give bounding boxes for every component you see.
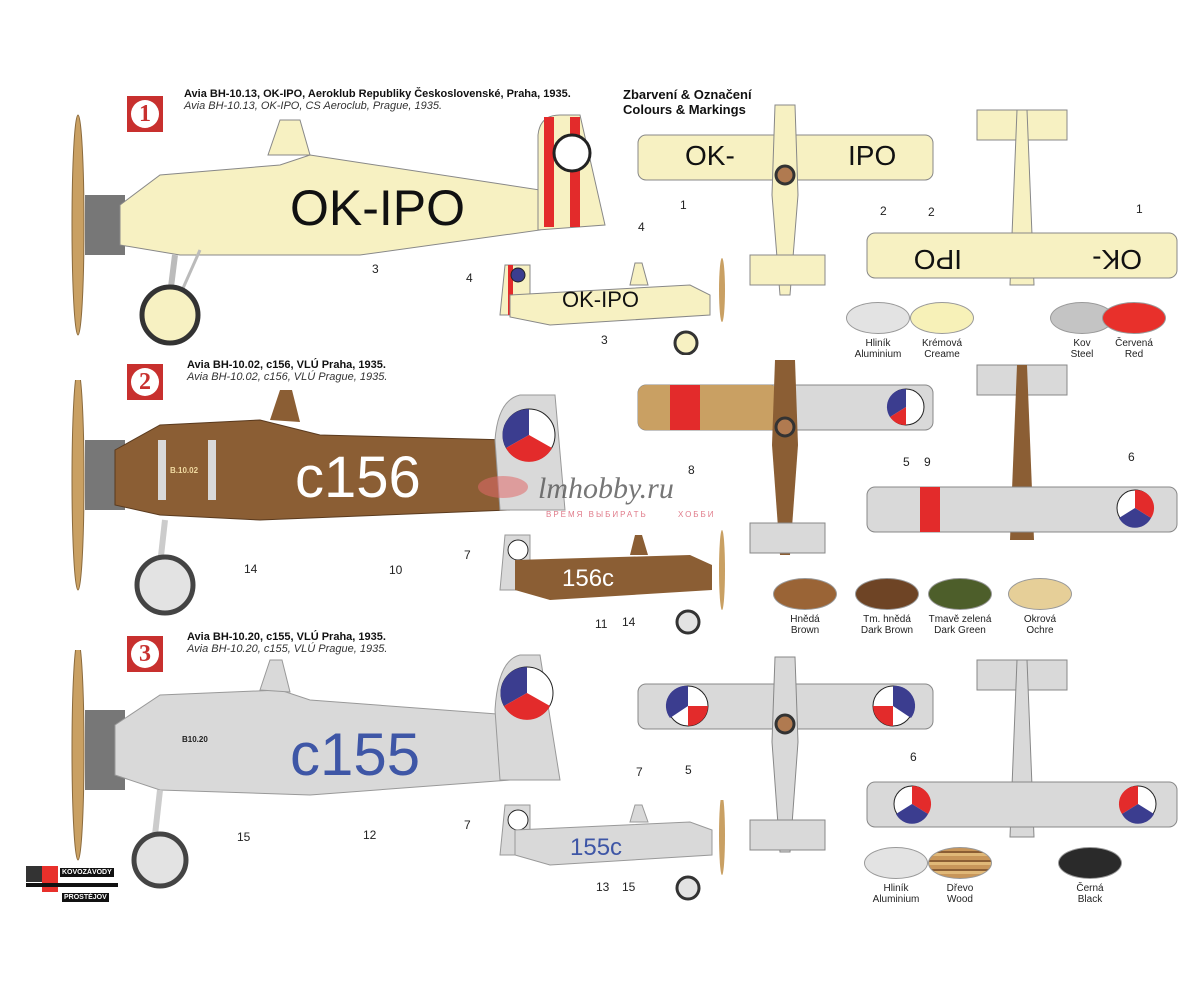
scheme-3-title: Avia BH-10.20, c155, VLÚ Praha, 1935. Av… [187, 631, 387, 655]
scheme-3-title-secondary: Avia BH-10.20, c155, VLÚ Prague, 1935. [187, 643, 388, 655]
callout: 2 [880, 204, 887, 218]
scheme-badge-2: 2 [127, 364, 163, 400]
callout: 7 [464, 818, 471, 832]
svg-text:c156: c156 [295, 445, 421, 510]
scheme-2-title-primary: Avia BH-10.02, c156, VLÚ Praha, 1935. [187, 359, 386, 371]
colours-header: Zbarvení & Označení Colours & Markings [623, 87, 752, 117]
watermark-icon [478, 476, 528, 498]
callout: 7 [636, 765, 643, 779]
scheme-badge-1: 1 [127, 96, 163, 132]
scheme-2-title-secondary: Avia BH-10.02, c156, VLÚ Prague, 1935. [187, 371, 388, 383]
callout: 6 [910, 750, 917, 764]
fuselage-top [771, 104, 799, 296]
propeller-icon [71, 114, 85, 336]
callout: 6 [1128, 450, 1135, 464]
header-title-en: Colours & Markings [623, 102, 746, 117]
callout: 2 [928, 205, 935, 219]
tail-stripe [544, 117, 554, 227]
scheme-3-title-primary: Avia BH-10.20, c155, VLÚ Praha, 1935. [187, 631, 386, 643]
scheme-1-title-secondary: Avia BH-10.13, OK-IPO, CS Aeroclub, Prag… [184, 100, 443, 112]
callout: 12 [363, 828, 377, 842]
engine-icon [85, 195, 125, 255]
wheel-icon [139, 284, 201, 346]
scheme-1-side-view: OK-IPO [71, 114, 606, 346]
callout: 3 [372, 262, 379, 276]
callout: 14 [622, 615, 636, 629]
header-title-cz: Zbarvení & Označení [623, 87, 752, 102]
scheme-3-top-view [637, 656, 934, 853]
callout: 15 [622, 880, 636, 894]
scheme-3-bottom-view [866, 659, 1178, 838]
scheme-1-top-view: OK- IPO [637, 104, 934, 296]
callout: 3 [601, 333, 608, 347]
scheme-1-small-side-view: OK-IPO [499, 258, 725, 355]
kovozavody-logo: KOVOZÁVODY PROSTĚJOV [26, 866, 118, 904]
scheme-2-small-side-view: 156c [499, 530, 725, 635]
svg-text:OK-: OK- [1092, 244, 1142, 275]
callout: 14 [244, 562, 258, 576]
scheme-1-title-primary: Avia BH-10.13, OK-IPO, Aeroklub Republik… [184, 88, 571, 100]
scheme-2-side-view: B.10.02 c156 [71, 380, 566, 616]
scheme-1-title: Avia BH-10.13, OK-IPO, Aeroklub Republik… [184, 88, 571, 112]
svg-text:c155: c155 [290, 721, 420, 788]
svg-text:IPO: IPO [914, 244, 962, 275]
callout: 1 [1136, 202, 1143, 216]
svg-text:B10.20: B10.20 [182, 735, 208, 744]
callout: 8 [688, 463, 695, 477]
svg-text:OK-: OK- [685, 140, 735, 171]
callout: 11 [595, 617, 608, 631]
svg-text:155c: 155c [570, 834, 622, 861]
callout: 5 [685, 763, 692, 777]
callout: 13 [596, 880, 610, 894]
tailplane [749, 254, 826, 286]
svg-text:IPO: IPO [848, 140, 896, 171]
scheme-3-side-view: B10.20 c155 [71, 650, 561, 889]
scheme-2-title: Avia BH-10.02, c156, VLÚ Praha, 1935. Av… [187, 359, 387, 383]
svg-text:B.10.02: B.10.02 [170, 466, 199, 475]
callout: 7 [464, 548, 471, 562]
callout: 4 [638, 220, 645, 234]
callout: 5 [903, 455, 910, 469]
lmhobby-watermark: lmhobby.ru ВРЕМЯ ВЫБИРАТЬ ХОББИ [478, 470, 738, 524]
aeroclub-emblem-icon [552, 133, 592, 173]
scheme-badge-3: 3 [127, 636, 163, 672]
registration-small: OK-IPO [562, 287, 639, 312]
scheme-2-bottom-view [866, 364, 1178, 540]
logo-icon [26, 866, 42, 882]
scheme-1-bottom-view: IPO OK- [866, 109, 1178, 286]
scheme-2-top-view [637, 360, 934, 555]
callout: 1 [680, 198, 687, 212]
callout: 10 [389, 563, 403, 577]
callout: 9 [924, 455, 931, 469]
svg-text:156c: 156c [562, 565, 614, 592]
headrest [267, 119, 311, 156]
callout: 15 [237, 830, 251, 844]
registration-large: OK-IPO [290, 180, 465, 236]
callout: 4 [466, 271, 473, 285]
scheme-3-small-side-view: 155c [499, 800, 725, 901]
